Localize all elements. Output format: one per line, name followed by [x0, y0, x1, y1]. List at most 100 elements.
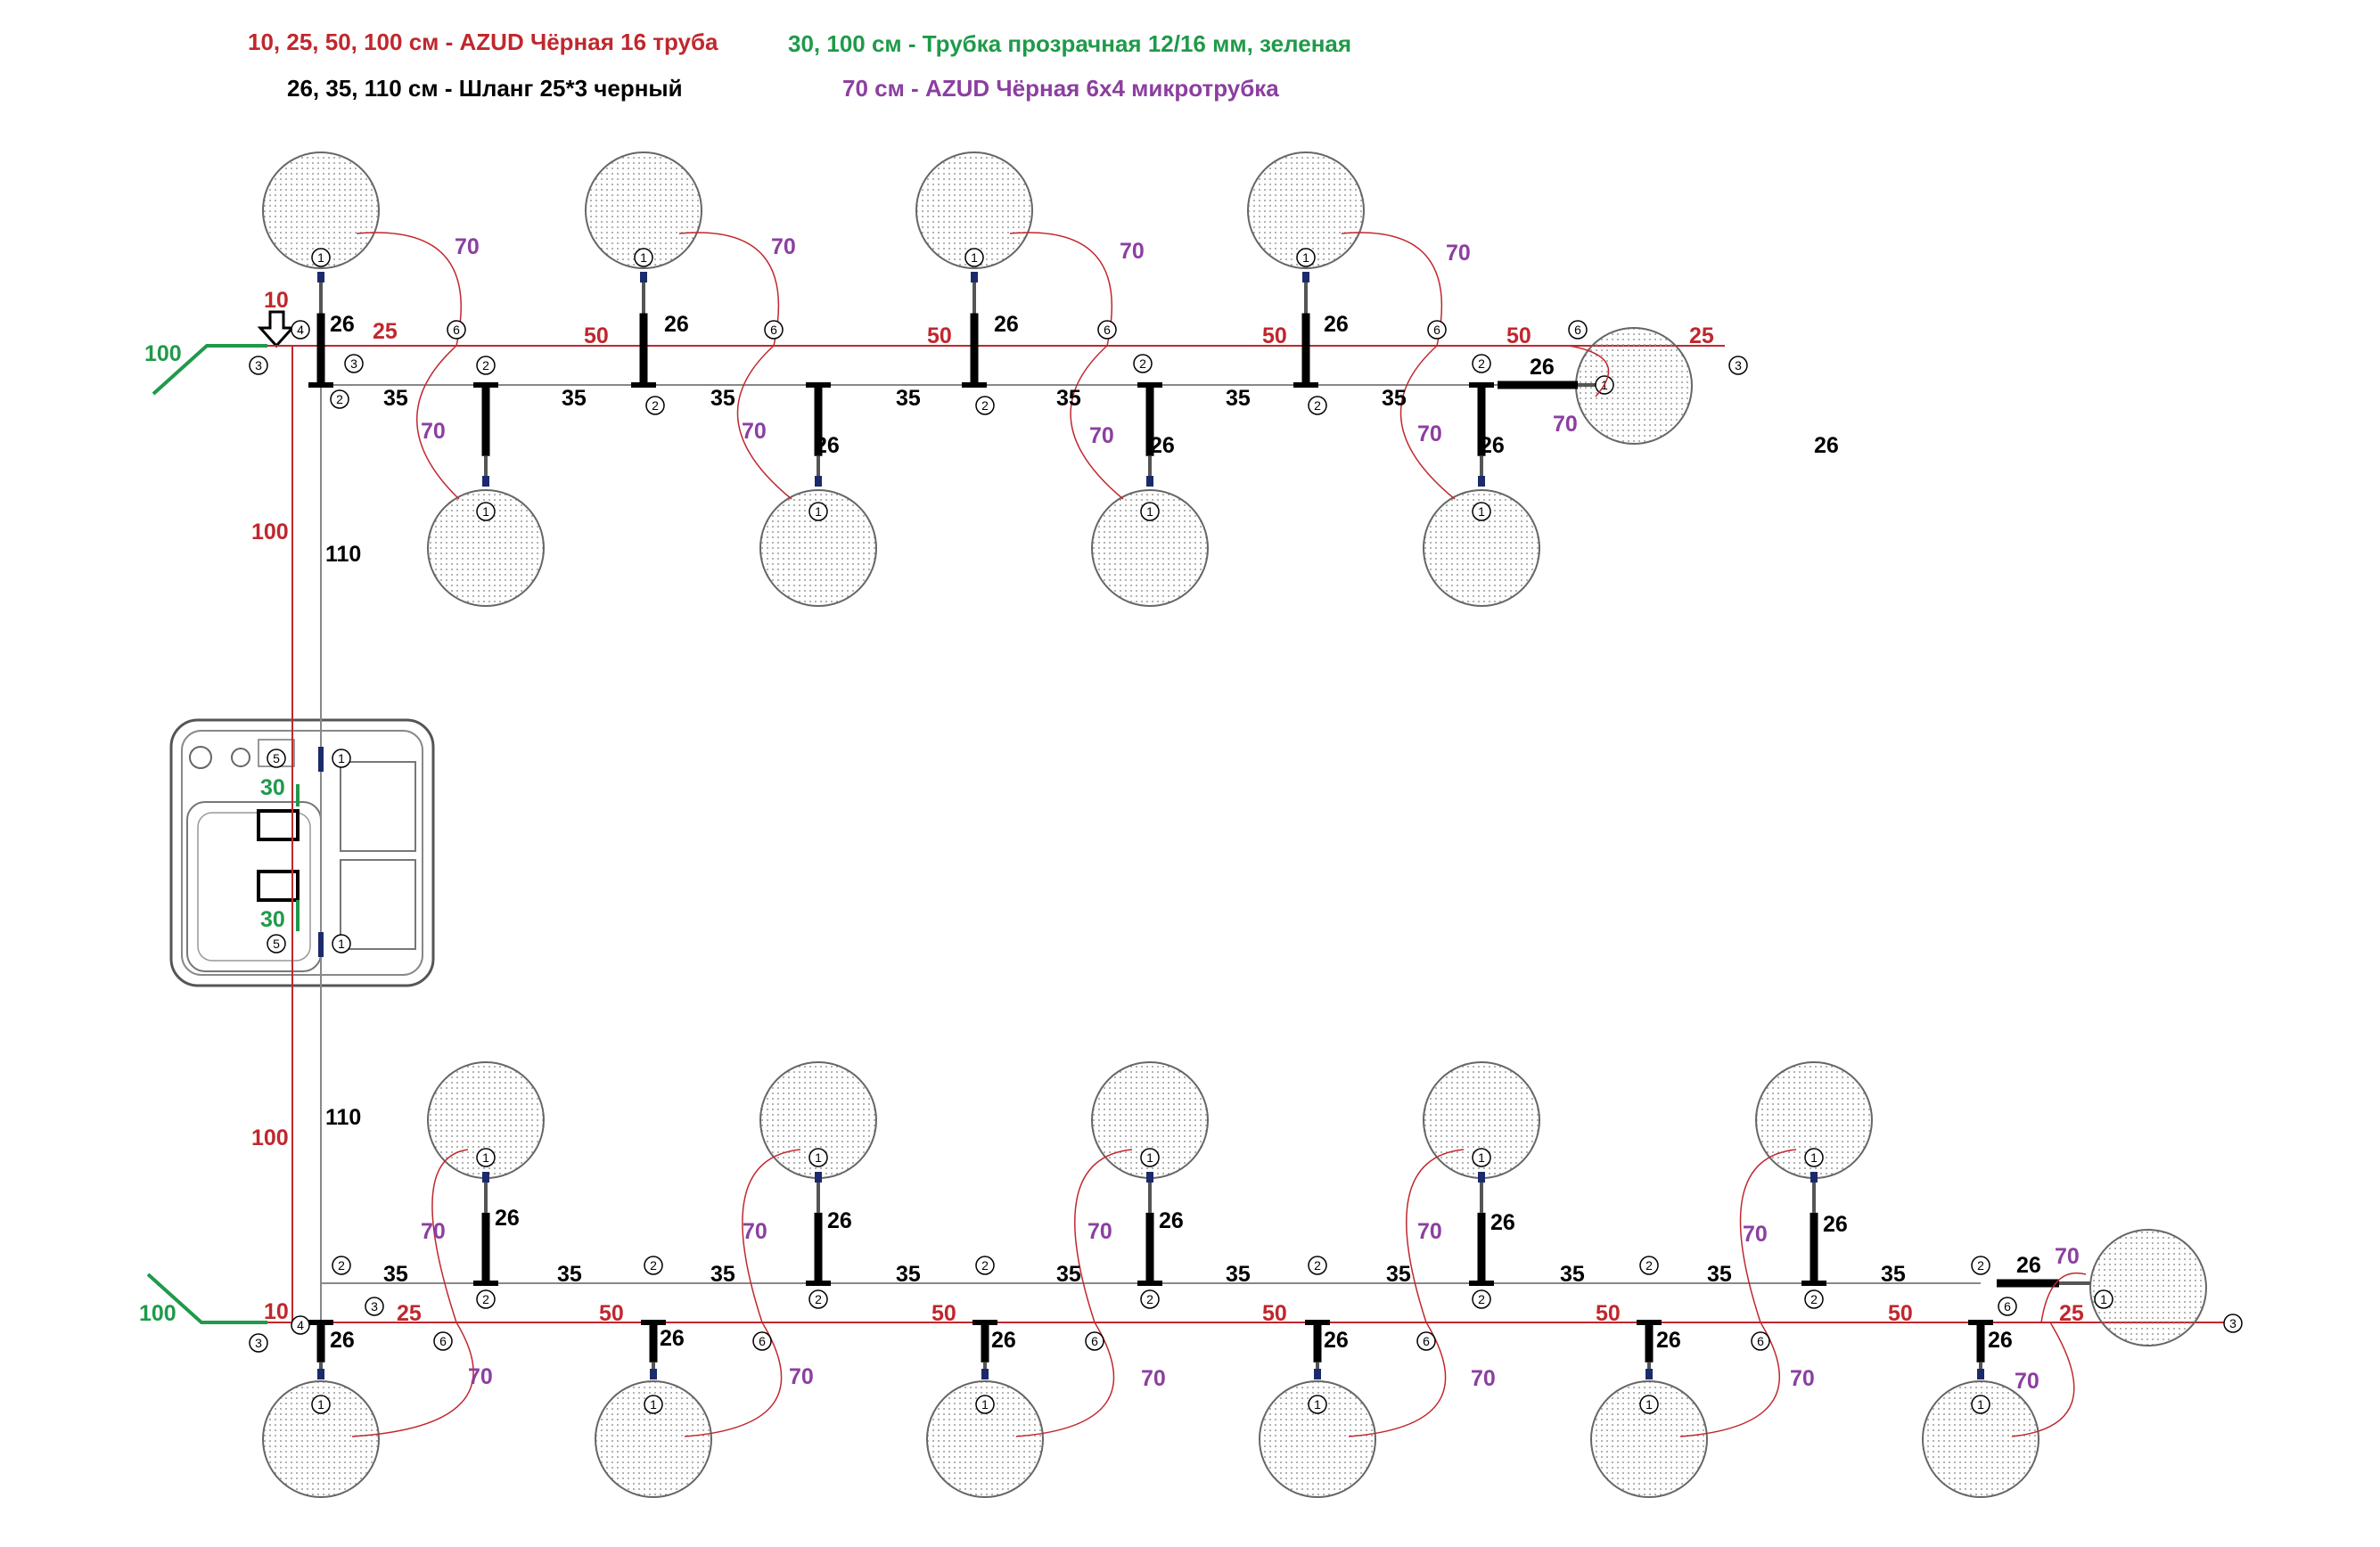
dripper-icon	[1478, 476, 1485, 487]
connector-number-1: 1	[971, 250, 978, 265]
connector-circle-1	[634, 248, 653, 267]
plant-circle	[926, 1380, 1044, 1498]
label-l26: 26	[815, 433, 840, 458]
connector-circle-1	[1639, 1395, 1659, 1414]
label-l35: 35	[383, 386, 408, 411]
label-l25: 25	[2059, 1301, 2084, 1326]
label-l10: 10	[264, 1299, 289, 1324]
connector-circle-1	[808, 1148, 828, 1167]
connector-number-1: 1	[338, 937, 345, 951]
label-l26: 26	[1490, 1210, 1515, 1235]
connector-circle-3	[365, 1297, 384, 1316]
connector-circle-3	[344, 354, 364, 373]
connector-circle-6	[447, 320, 466, 340]
connector-number-5: 5	[273, 751, 280, 765]
label-l70: 70	[2015, 1369, 2039, 1394]
label-l35: 35	[896, 1262, 921, 1287]
connector-number-1: 1	[482, 1150, 489, 1165]
connector-number-1: 1	[1146, 1150, 1153, 1165]
connector-number-6: 6	[1757, 1334, 1764, 1348]
label-l26: 26	[660, 1326, 685, 1351]
connector-number-6: 6	[759, 1334, 766, 1348]
label-l26: 26	[827, 1208, 852, 1233]
label-l25: 25	[397, 1301, 422, 1326]
connector-circle-2	[1971, 1256, 1990, 1275]
label-l70: 70	[1089, 423, 1114, 448]
dripper-icon	[317, 1369, 324, 1379]
dripper-icon	[482, 1172, 489, 1183]
plant-circle	[585, 151, 702, 269]
label-l70: 70	[1141, 1366, 1166, 1391]
connector-number-2: 2	[1478, 1292, 1485, 1306]
label-l50: 50	[584, 323, 609, 348]
connector-circle-1	[332, 749, 351, 768]
connector-number-5: 5	[273, 937, 280, 951]
connector-number-2: 2	[1314, 1258, 1321, 1273]
label-l70: 70	[468, 1364, 493, 1389]
label-l70: 70	[455, 234, 480, 259]
label-l70: 70	[421, 419, 446, 444]
connector-circle-6	[752, 1331, 772, 1351]
micro-tube-arc	[736, 345, 792, 500]
connector-circle-1	[311, 248, 331, 267]
label-l26: 26	[1480, 433, 1505, 458]
connector-circle-2	[1140, 1289, 1160, 1309]
connector-circle-1	[975, 1395, 995, 1414]
label-l70: 70	[1417, 422, 1442, 446]
connector-number-6: 6	[2004, 1299, 2011, 1314]
label-l26: 26	[330, 312, 355, 337]
connector-circle-6	[1568, 320, 1588, 340]
label-l70: 70	[1471, 1366, 1496, 1391]
dripper-icon	[815, 476, 822, 487]
label-l25: 25	[373, 319, 398, 344]
label-l26: 26	[664, 312, 689, 337]
connector-number-2: 2	[815, 1292, 822, 1306]
connector-circle-1	[332, 934, 351, 954]
connector-circle-3	[2223, 1314, 2243, 1333]
connector-circle-1	[311, 1395, 331, 1414]
plant-circle	[759, 489, 877, 607]
dripper-icon	[1645, 1369, 1653, 1379]
plant-circle	[427, 489, 545, 607]
connector-number-2: 2	[1314, 398, 1321, 413]
legend-black: 26, 35, 110 см - Шланг 25*3 черный	[287, 75, 683, 102]
connector-circle-1	[1308, 1395, 1327, 1414]
plant-circle	[1091, 489, 1209, 607]
connector-number-6: 6	[1423, 1334, 1430, 1348]
label-l35: 35	[710, 386, 735, 411]
label-l50: 50	[1262, 323, 1287, 348]
plant-circle	[595, 1380, 712, 1498]
plant-circle	[915, 151, 1033, 269]
connector-number-2: 2	[482, 358, 489, 372]
connector-number-2: 2	[652, 398, 659, 413]
label-l70: 70	[789, 1364, 814, 1389]
label-l35: 35	[1056, 1262, 1081, 1287]
label-l26: 26	[1150, 433, 1175, 458]
label-l35: 35	[1707, 1262, 1732, 1287]
connector-number-1: 1	[2100, 1292, 2107, 1306]
plant-circle	[2089, 1229, 2207, 1346]
label-l50: 50	[599, 1301, 624, 1326]
connector-number-6: 6	[439, 1334, 447, 1348]
connector-circle-6	[1085, 1331, 1104, 1351]
connector-number-1: 1	[1314, 1397, 1321, 1412]
connector-circle-1	[1140, 502, 1160, 521]
connector-circle-1	[476, 1148, 496, 1167]
connector-circle-5	[267, 934, 286, 954]
dripper-icon	[981, 1369, 989, 1379]
label-l26: 26	[1823, 1212, 1848, 1237]
connector-number-2: 2	[1645, 1258, 1653, 1273]
inlet-arrow-icon	[257, 310, 296, 348]
connector-circle-1	[1971, 1395, 1990, 1414]
connector-number-6: 6	[1091, 1334, 1098, 1348]
label-l70: 70	[742, 419, 767, 444]
connector-number-1: 1	[317, 1397, 324, 1412]
connector-circle-2	[1639, 1256, 1659, 1275]
label-l26: 26	[1656, 1328, 1681, 1353]
connector-circle-2	[644, 1256, 663, 1275]
label-l50: 50	[931, 1301, 956, 1326]
micro-tube-arc	[2011, 1322, 2075, 1437]
connector-number-3: 3	[350, 356, 357, 371]
